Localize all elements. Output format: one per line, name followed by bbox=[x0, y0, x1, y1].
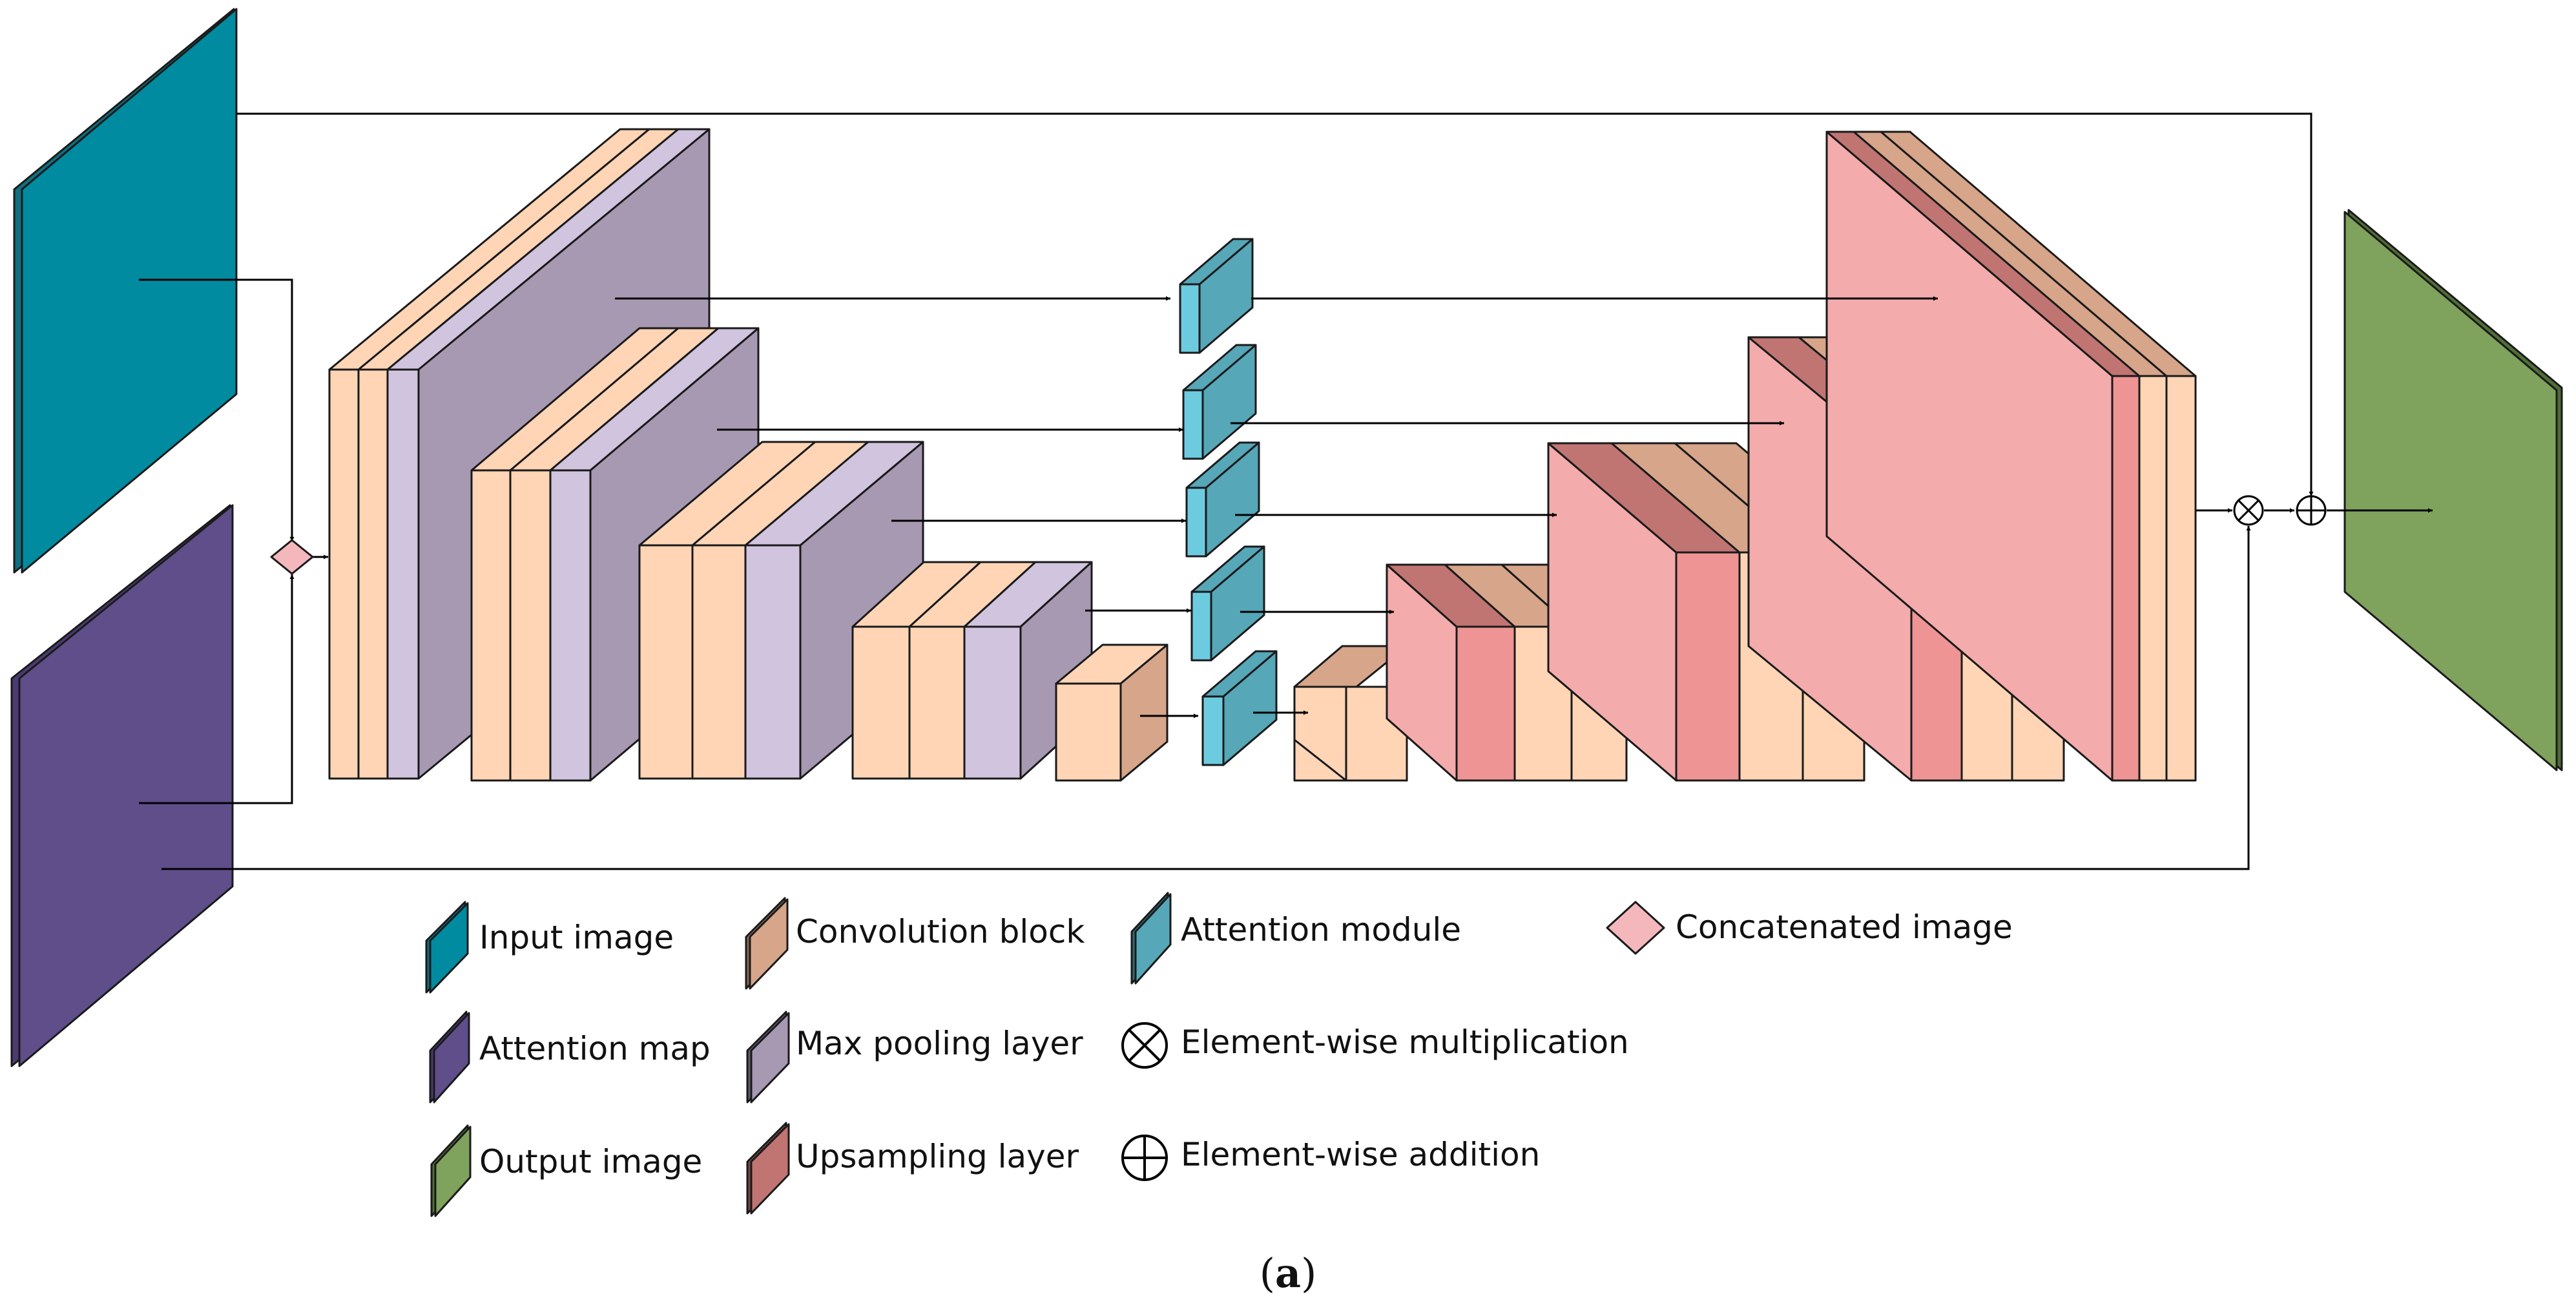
legend-label-convolution-block: Convolution block bbox=[796, 913, 1085, 950]
legend-swatch-max-pooling-layer bbox=[746, 1011, 790, 1104]
attention-map-face bbox=[18, 504, 234, 1067]
legend-swatch-attention-module bbox=[1130, 892, 1172, 985]
attmap-to-concat bbox=[139, 574, 295, 804]
encoder-block-3-slab-front bbox=[691, 544, 747, 780]
decoder-block-2-slab-front bbox=[1455, 625, 1516, 782]
encoder-block-1-slab-front bbox=[328, 368, 360, 780]
legend-label-concatenated-image: Concatenated image bbox=[1676, 908, 2013, 946]
legend-label-attention-map: Attention map bbox=[479, 1030, 711, 1067]
encoder-block-3 bbox=[638, 441, 924, 780]
caption-close-paren: ) bbox=[1301, 1250, 1316, 1297]
legend-label-elementwise-addition: Element-wise addition bbox=[1181, 1136, 1540, 1173]
attention-map-plane bbox=[10, 504, 234, 1067]
input-to-concat bbox=[139, 278, 295, 541]
multiplication-operator bbox=[2233, 495, 2264, 526]
bottleneck-block-side bbox=[1119, 644, 1169, 782]
encoder-block-4-slab-front bbox=[908, 625, 966, 780]
encoder-block-2-slab-front bbox=[470, 469, 512, 782]
caption-open-paren: ( bbox=[1260, 1250, 1275, 1297]
legend-swatch-input-image-face bbox=[429, 902, 469, 994]
concatenate-operator bbox=[270, 539, 314, 575]
attmap-to-multiplication bbox=[161, 526, 2251, 870]
decoder-block-5 bbox=[1825, 131, 2197, 782]
legend-symbol-elementwise-multiplication-stroke-b bbox=[1128, 1029, 1161, 1062]
legend-label-upsampling-layer: Upsampling layer bbox=[796, 1138, 1079, 1175]
output-image-face bbox=[2343, 211, 2558, 771]
decoder-block-5-slab-front bbox=[2165, 375, 2197, 782]
legend-symbol-elementwise-addition bbox=[1121, 1135, 1168, 1181]
attention-module-1-front bbox=[1179, 283, 1201, 354]
encoder-block-2-slab-front bbox=[509, 469, 552, 782]
attention-module-3 bbox=[1185, 441, 1260, 558]
addition-operator bbox=[2296, 495, 2327, 526]
attention-module-1 bbox=[1179, 238, 1254, 354]
legend-label-attention-module: Attention module bbox=[1181, 911, 1461, 948]
encoder-block-2-slab-front bbox=[549, 469, 592, 782]
attention-module-5 bbox=[1201, 650, 1278, 766]
legend-swatch-max-pooling-layer-face bbox=[750, 1012, 790, 1104]
attention-module-4 bbox=[1190, 545, 1265, 662]
attention-module-2 bbox=[1182, 344, 1257, 460]
attention-module-3-front bbox=[1185, 487, 1207, 558]
attention-module-2-front bbox=[1182, 389, 1204, 460]
input-image-face bbox=[21, 8, 238, 574]
legend-swatch-input-image bbox=[425, 901, 469, 994]
decoder-block-5-slab-front bbox=[2138, 375, 2168, 782]
multiplication-operator-stroke-b bbox=[2238, 499, 2259, 521]
legend bbox=[425, 892, 1665, 1217]
legend-label-input-image: Input image bbox=[479, 919, 674, 956]
decoder-block-5-slab-front bbox=[2111, 375, 2141, 782]
network-layers bbox=[10, 8, 2563, 1067]
skip-connections bbox=[139, 112, 2433, 870]
attention-module-4-front bbox=[1190, 591, 1212, 662]
input-to-addition bbox=[236, 112, 2314, 496]
legend-swatch-upsampling-layer-face bbox=[750, 1123, 790, 1215]
encoder-block-3-slab-front bbox=[638, 544, 694, 780]
legend-label-max-pooling-layer: Max pooling layer bbox=[796, 1025, 1083, 1062]
legend-symbol-elementwise-multiplication bbox=[1121, 1022, 1168, 1069]
caption-letter: a bbox=[1275, 1250, 1301, 1297]
legend-swatch-attention-map-face bbox=[433, 1012, 470, 1104]
figure-caption: (a) bbox=[1260, 1250, 1317, 1297]
encoder-block-4-slab-front bbox=[963, 625, 1022, 780]
legend-swatch-attention-map bbox=[429, 1011, 470, 1104]
legend-swatch-convolution-block bbox=[745, 897, 789, 990]
legend-swatch-output-image-face bbox=[434, 1126, 472, 1217]
legend-label-output-image: Output image bbox=[479, 1143, 702, 1180]
legend-swatch-upsampling-layer bbox=[746, 1122, 790, 1215]
bottleneck-block bbox=[1055, 644, 1169, 782]
decoder-block-3-slab-front bbox=[1675, 551, 1741, 782]
input-image-plane bbox=[13, 8, 238, 574]
operators bbox=[270, 495, 2327, 575]
bottleneck-block-slab-front bbox=[1055, 682, 1122, 782]
legend-swatch-attention-module-face bbox=[1134, 893, 1172, 985]
legend-swatch-output-image bbox=[430, 1124, 472, 1217]
output-image-plane bbox=[2343, 209, 2563, 771]
encoder-block-4-slab-front bbox=[851, 625, 911, 780]
legend-swatch-concatenated-image bbox=[1606, 901, 1665, 955]
encoder-block-1-slab-front bbox=[386, 368, 420, 780]
encoder-block-3-slab-front bbox=[744, 544, 802, 780]
attention-module-5-front bbox=[1201, 695, 1225, 766]
legend-label-elementwise-multiplication: Element-wise multiplication bbox=[1181, 1023, 1629, 1061]
encoder-block-1-slab-front bbox=[357, 368, 389, 780]
legend-swatch-convolution-block-face bbox=[749, 898, 789, 990]
